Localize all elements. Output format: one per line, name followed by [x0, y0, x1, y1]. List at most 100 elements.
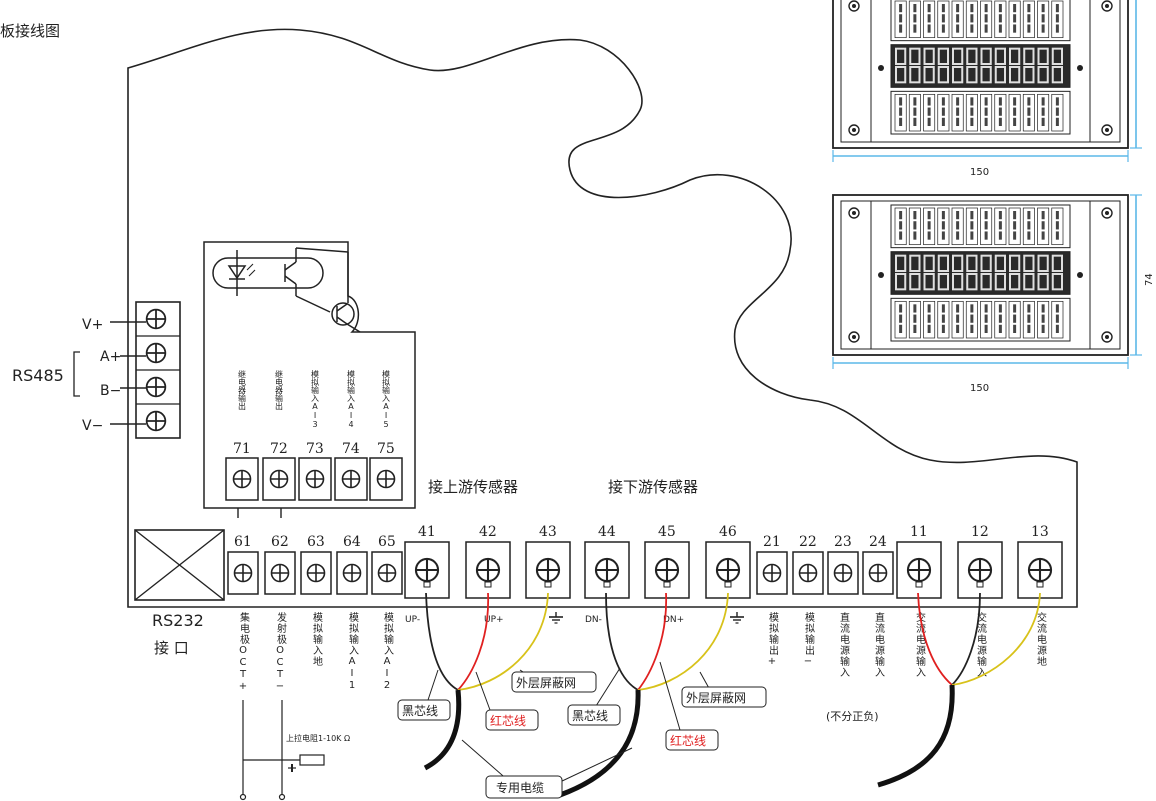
rs232-connector: [134, 529, 225, 601]
terminal-41-label: UP-: [405, 615, 420, 625]
terminal-label: 继电器输出: [275, 369, 284, 411]
terminal-number: 71: [233, 441, 251, 457]
terminal-label: 模拟输入AI4: [347, 369, 356, 429]
rs232-port-label: 接 口: [154, 639, 189, 657]
terminal-number: 45: [658, 524, 676, 540]
bottom-width-label: 150: [970, 383, 989, 394]
oct-output-wiring: [239, 700, 325, 801]
terminal-number: 74: [342, 441, 360, 457]
terminal-64-label: 模拟输入AI1: [347, 612, 359, 692]
relay-subboard: [203, 241, 416, 509]
rs485-label: RS485: [12, 366, 64, 385]
terminal-number: 12: [971, 524, 989, 540]
terminal-44-label: DN-: [585, 615, 602, 625]
top-terminal-row: 71 继电器输出 72 继电器输出 73 模拟输入AI3 74 模拟输入AI4 75 模拟输入AI…: [225, 369, 403, 501]
terminal-number: 24: [869, 534, 887, 550]
upstream-sensor-label: 接上游传感器: [428, 478, 518, 496]
terminal-62[interactable]: 62: [264, 534, 296, 595]
rs485-pin-vminus: V−: [82, 418, 103, 434]
terminal-63-label: 模拟输入地: [311, 612, 323, 667]
terminal-number: 61: [234, 534, 252, 550]
terminal-44[interactable]: 44: [584, 524, 630, 599]
terminal-number: 42: [479, 524, 497, 540]
terminal-62-label: 发射极OCT−: [275, 611, 287, 693]
pullup-resistor-label: 上拉电阻1-10K Ω: [286, 733, 350, 743]
callout-red-core-1: 红芯线: [485, 709, 539, 731]
terminal-45[interactable]: 45: [644, 524, 690, 599]
rs485-pin-bminus: B−: [100, 383, 121, 399]
terminal-74[interactable]: 74 模拟输入AI4: [334, 369, 368, 501]
terminal-number: 72: [270, 441, 288, 457]
terminal-number: 22: [799, 534, 817, 550]
terminal-number: 41: [418, 524, 436, 540]
terminal-43[interactable]: 43: [525, 524, 571, 599]
svg-text:外层屏蔽网: 外层屏蔽网: [516, 676, 576, 690]
terminal-22[interactable]: 22: [792, 534, 824, 595]
terminal-number: 11: [910, 524, 928, 540]
terminal-61[interactable]: 61: [227, 534, 259, 595]
terminal-65[interactable]: 65: [371, 534, 403, 595]
downstream-sensor-label: 接下游传感器: [608, 478, 698, 496]
terminal-number: 73: [306, 441, 324, 457]
terminal-23-label: 直流电源输入: [838, 611, 850, 678]
terminal-label: 模拟输入AI5: [382, 369, 391, 429]
callout-black-core-2: 黑芯线: [567, 704, 621, 726]
terminal-number: 46: [719, 524, 737, 540]
terminal-13[interactable]: 13: [1017, 524, 1063, 599]
callout-shield-2: 外层屏蔽网: [681, 686, 767, 708]
terminal-71[interactable]: 71 继电器输出: [225, 369, 259, 501]
callout-special-cable: 专用电缆: [485, 775, 563, 799]
ground-symbol-43: [548, 612, 564, 624]
terminal-75[interactable]: 75 模拟输入AI5: [369, 369, 403, 501]
upstream-cable-wires: [423, 592, 549, 771]
terminal-number: 43: [539, 524, 557, 540]
callout-red-core-2: 红芯线: [665, 729, 719, 751]
ac-power-wires: [877, 592, 1041, 788]
terminal-73[interactable]: 73 模拟输入AI3: [298, 369, 332, 501]
terminal-11[interactable]: 11: [896, 524, 942, 599]
terminal-number: 75: [377, 441, 395, 457]
terminal-number: 21: [763, 534, 781, 550]
svg-text:外层屏蔽网: 外层屏蔽网: [686, 691, 746, 705]
board-outline: [127, 28, 1078, 608]
terminal-label: 模拟输入AI3: [311, 369, 320, 429]
terminal-65-label: 模拟输入AI2: [382, 612, 394, 692]
callout-shield-1: 外层屏蔽网: [511, 671, 597, 693]
rs485-pin-aplus: A+: [100, 349, 121, 365]
terminal-number: 23: [834, 534, 852, 550]
svg-text:专用电缆: 专用电缆: [496, 780, 544, 795]
terminal-46[interactable]: 46: [705, 524, 751, 599]
terminal-12[interactable]: 12: [957, 524, 1003, 599]
terminal-number: 65: [378, 534, 396, 550]
terminal-42-label: UP+: [484, 615, 504, 625]
terminal-23[interactable]: 23: [827, 534, 859, 595]
terminal-24[interactable]: 24: [862, 534, 894, 595]
diagram-title: 板接线图: [0, 22, 60, 40]
svg-text:黑芯线: 黑芯线: [402, 704, 438, 718]
dc-polarity-note: (不分正负): [826, 709, 879, 723]
terminal-label: 继电器输出: [238, 369, 247, 411]
terminal-72[interactable]: 72 继电器输出: [262, 369, 296, 501]
terminal-13-label: 交流电源地: [1035, 611, 1047, 667]
terminal-63[interactable]: 63: [300, 534, 332, 595]
bottom-terminal-row: 61 62 63 64 65 41 42 43 44 45 46 21 22 23 24 11 12 13: [227, 524, 1063, 599]
svg-text:红芯线: 红芯线: [670, 733, 706, 748]
terminal-41[interactable]: 41: [404, 524, 450, 599]
terminal-number: 64: [343, 534, 361, 550]
terminal-21-label: 模拟输出+: [767, 612, 779, 668]
terminal-number: 44: [598, 524, 616, 540]
dimension-drawing-top: [832, 0, 1142, 162]
terminal-21[interactable]: 21: [756, 534, 788, 595]
rs485-block: [73, 301, 181, 439]
bottom-height-label: 74: [1144, 273, 1155, 286]
rs485-pin-vplus: V+: [82, 317, 103, 333]
terminal-number: 62: [271, 534, 289, 550]
terminal-64[interactable]: 64: [336, 534, 368, 595]
dimension-drawing-bottom: [832, 194, 1142, 369]
terminal-11-label: 交流电源输入: [914, 611, 926, 678]
terminal-42[interactable]: 42: [465, 524, 511, 599]
terminal-number: 63: [307, 534, 325, 550]
callout-black-core-1: 黑芯线: [397, 699, 451, 721]
